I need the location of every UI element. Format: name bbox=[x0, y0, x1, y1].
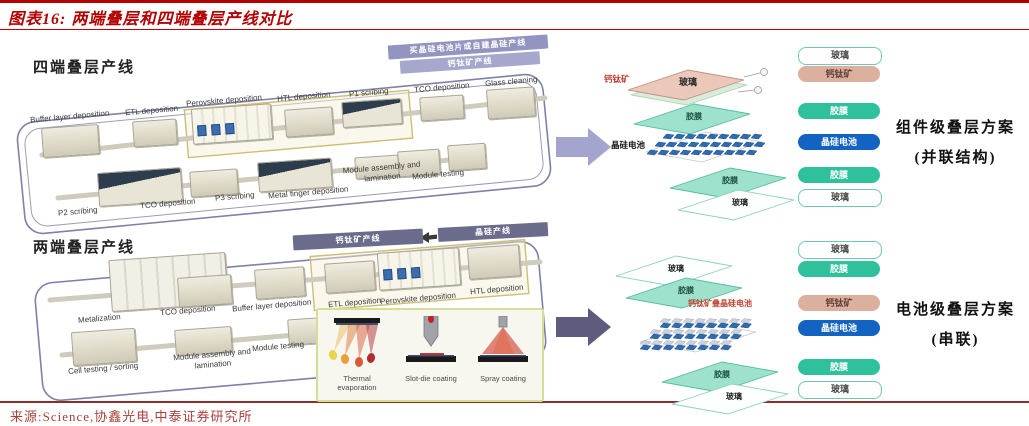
machine-p1-scriber bbox=[341, 97, 403, 129]
legend-item-glass: 玻璃 bbox=[798, 241, 882, 259]
cell-stack-diagram: 玻璃 胶膜 钙钛矿叠晶硅电池 bbox=[615, 255, 789, 415]
tandem-cell-array bbox=[639, 318, 752, 351]
module-stack-diagram: 玻璃 钙钛矿 胶膜 晶硅电池 胶膜 玻璃 bbox=[604, 68, 795, 221]
legend-item-film: 胶膜 bbox=[798, 167, 880, 183]
layer-label: 玻璃 bbox=[668, 263, 684, 273]
module-scheme-caption: 组件级叠层方案 bbox=[895, 120, 1015, 136]
glass-sheet bbox=[671, 383, 789, 415]
terminal-icon bbox=[754, 86, 762, 94]
banner-arrow-left-icon bbox=[420, 232, 437, 243]
layer-label: 胶膜 bbox=[678, 285, 694, 295]
encapsulant-film-sheet bbox=[669, 167, 787, 199]
coating-method-label: Thermal evaporation bbox=[337, 374, 377, 392]
machine-perovskite-deposition-2 bbox=[376, 247, 462, 291]
coating-method-label: Slot-die coating bbox=[405, 374, 457, 383]
glass-sheet bbox=[677, 189, 795, 221]
layer-label: 胶膜 bbox=[714, 369, 730, 379]
legend-item-glass: 玻璃 bbox=[798, 189, 882, 207]
machine-tco-deposition-3 bbox=[177, 274, 233, 308]
machine-perovskite-deposition bbox=[190, 103, 274, 145]
machine-buffer-deposition-2 bbox=[254, 266, 306, 300]
machine-htl-deposition bbox=[284, 106, 334, 138]
tandem-cells-label: 钙钛矿叠晶硅电池 bbox=[688, 298, 752, 308]
machine-cell-testing bbox=[70, 327, 138, 367]
coating-method-label: Spray coating bbox=[480, 374, 526, 383]
perovskite-label: 钙钛矿 bbox=[604, 74, 630, 84]
coating-methods-inset: Thermal evaporation Slot-die coating Spr… bbox=[316, 308, 544, 402]
machine-etl-deposition-2 bbox=[324, 260, 376, 294]
legend-item-silicon: 晶硅电池 bbox=[798, 134, 880, 150]
module-scheme-subcaption: (并联结构) bbox=[914, 150, 997, 166]
encapsulant-film-sheet bbox=[625, 277, 743, 309]
layer-label: 玻璃 bbox=[679, 76, 697, 87]
silicon-cell-array bbox=[646, 133, 766, 156]
layer-label: 胶膜 bbox=[686, 111, 702, 121]
coating-thermal-evaporation: Thermal evaporation bbox=[324, 316, 390, 392]
slot-die-coating-icon bbox=[406, 315, 456, 362]
cell-scheme-subcaption: (串联) bbox=[931, 332, 980, 348]
title-divider bbox=[0, 29, 1029, 30]
four-end-title: 四端叠层产线 bbox=[33, 60, 136, 76]
four-end-loop-outline bbox=[16, 73, 552, 235]
two-end-title: 两端叠层产线 bbox=[33, 240, 136, 256]
coating-spray: Spray coating bbox=[470, 315, 536, 383]
silicon-cells-label: 晶硅电池 bbox=[611, 140, 646, 150]
terminal-icon bbox=[760, 68, 768, 76]
legend-item-glass: 玻璃 bbox=[798, 381, 882, 399]
top-rule bbox=[0, 0, 1029, 3]
coating-slot-die: Slot-die coating bbox=[398, 315, 464, 383]
legend-item-perovskite: 钙钛矿 bbox=[798, 66, 880, 82]
layer-label: 胶膜 bbox=[722, 175, 738, 185]
machine-tco-deposition bbox=[419, 94, 465, 122]
legend-item-glass: 玻璃 bbox=[798, 47, 882, 65]
legend-item-silicon: 晶硅电池 bbox=[798, 320, 880, 336]
footer-divider bbox=[0, 401, 1029, 403]
machine-htl-deposition-2 bbox=[466, 244, 522, 280]
legend-item-film: 胶膜 bbox=[798, 103, 880, 119]
layer-label: 玻璃 bbox=[732, 197, 748, 207]
glass-sheet bbox=[615, 255, 733, 287]
layer-label: 玻璃 bbox=[726, 391, 742, 401]
two-end-loop-outline bbox=[34, 240, 547, 402]
legend-item-film: 胶膜 bbox=[798, 359, 880, 375]
four-end-loop-inner bbox=[24, 81, 544, 227]
encapsulant-film-sheet bbox=[633, 103, 751, 135]
cell-scheme-caption: 电池级叠层方案 bbox=[895, 302, 1015, 318]
perovskite-glass-sheet bbox=[627, 69, 745, 101]
thermal-evaporation-icon bbox=[328, 318, 380, 367]
machine-buffer-deposition bbox=[41, 124, 100, 158]
machine-module-testing bbox=[447, 142, 487, 172]
spray-coating-icon bbox=[478, 315, 528, 362]
flow-arrow-cell-icon bbox=[556, 308, 611, 346]
figure-title: 图表16: 两端叠层和四端叠层产线对比 bbox=[8, 11, 293, 28]
source-note: 来源:Science,协鑫光电,中泰证券研究所 bbox=[10, 409, 253, 424]
machine-glass-cleaning bbox=[486, 86, 536, 120]
encapsulant-film-sheet bbox=[661, 361, 779, 393]
legend-item-perovskite: 钙钛矿 bbox=[798, 295, 880, 311]
machine-etl-deposition bbox=[132, 118, 178, 148]
flow-arrow-module-icon bbox=[556, 128, 611, 166]
legend-item-film: 胶膜 bbox=[798, 261, 880, 277]
